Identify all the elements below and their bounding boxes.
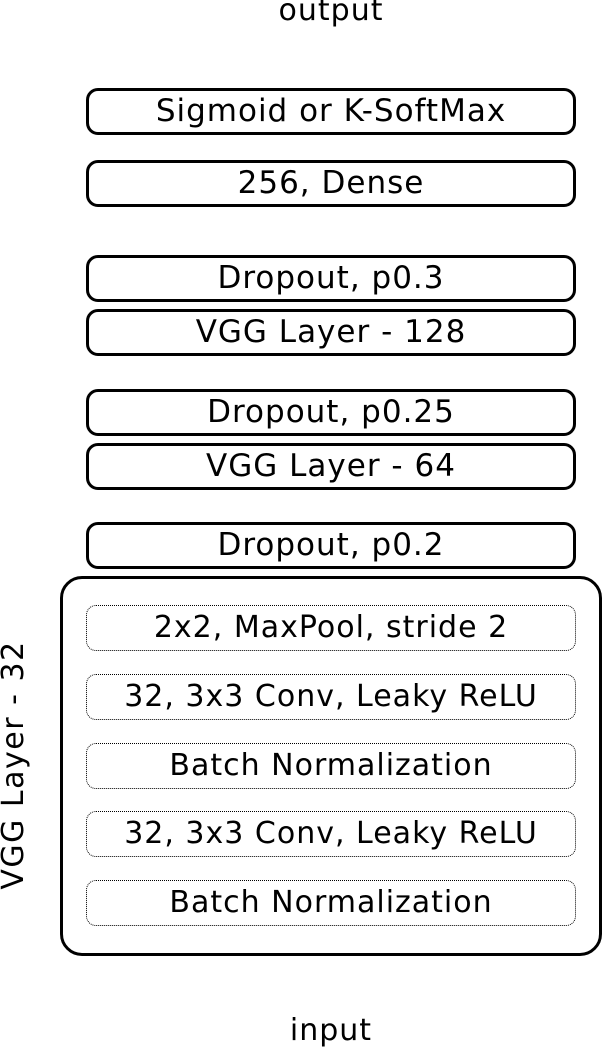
vgg-32-conv-bottom: 32, 3x3 Conv, Leaky ReLU — [86, 811, 576, 857]
vgg-32-batchnorm-top: Batch Normalization — [86, 743, 576, 789]
layer-dense: 256, Dense — [86, 160, 576, 207]
layer-vgg-128: VGG Layer - 128 — [86, 309, 576, 356]
vgg-32-group — [60, 576, 602, 956]
layer-dropout-025: Dropout, p0.25 — [86, 389, 576, 436]
input-label: input — [289, 1013, 373, 1048]
vgg-32-batchnorm-bottom: Batch Normalization — [86, 880, 576, 926]
layer-activation: Sigmoid or K-SoftMax — [86, 88, 576, 135]
vgg-32-maxpool: 2x2, MaxPool, stride 2 — [86, 605, 576, 651]
vgg-32-conv-top: 32, 3x3 Conv, Leaky ReLU — [86, 674, 576, 720]
output-label: output — [278, 0, 384, 28]
layer-dropout-02: Dropout, p0.2 — [86, 522, 576, 569]
vgg-32-title: VGG Layer - 32 — [0, 640, 31, 890]
layer-vgg-64: VGG Layer - 64 — [86, 443, 576, 490]
layer-dropout-03: Dropout, p0.3 — [86, 255, 576, 302]
